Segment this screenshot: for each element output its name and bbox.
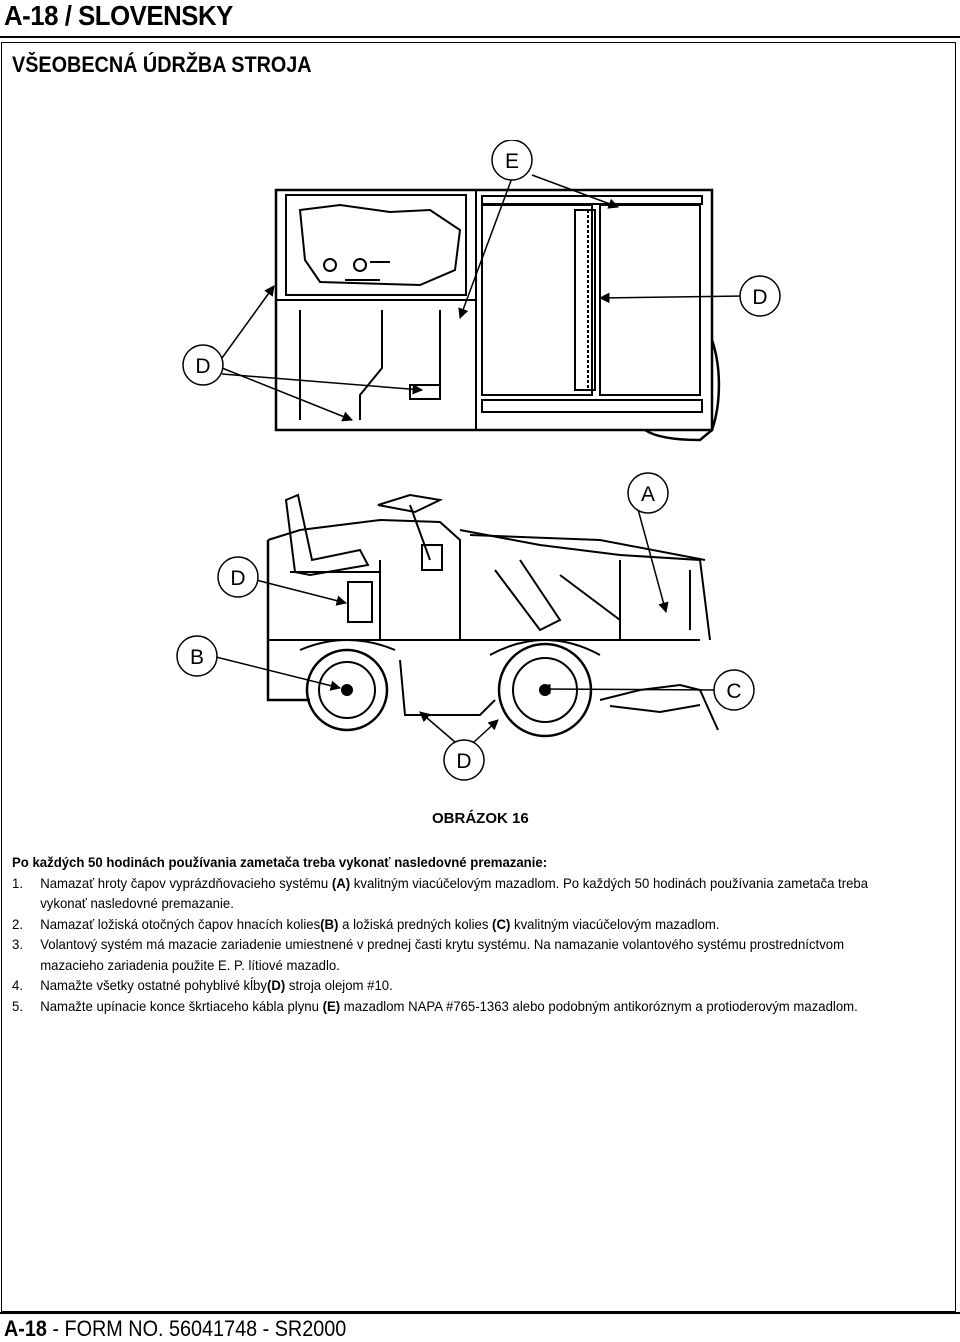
label-d-top-left: D xyxy=(195,355,210,378)
step-2: 2. Namazať ložiská otočných čapov hnacích… xyxy=(12,914,891,935)
section-title: VŠEOBECNÁ ÚDRŽBA STROJA xyxy=(12,52,312,77)
label-circle-b xyxy=(176,635,218,677)
content-frame xyxy=(1,42,956,1312)
header-rule xyxy=(0,36,960,38)
step-number: 5. xyxy=(12,997,23,1014)
label-circle-d-side xyxy=(217,556,259,598)
page-footer: A-18 - FORM NO. 56041748 - SR2000 xyxy=(4,1316,346,1342)
instructions-intro: Po každých 50 hodinách používania zameta… xyxy=(12,854,548,870)
label-circle-d-top-left xyxy=(182,344,224,386)
step-5: 5. Namažte upínacie konce škrtiaceho kábl… xyxy=(12,996,891,1017)
step-text: Volantový systém má mazacie zariadenie u… xyxy=(40,936,845,973)
step-text: stroja olejom #10. xyxy=(285,977,393,993)
step-text: kvalitným viacúčelovým mazadlom. Po každ… xyxy=(40,874,869,912)
step-text: Namažte upínacie konce škrtiaceho kábla … xyxy=(40,997,323,1014)
footer-rule xyxy=(0,1312,960,1314)
step-text: Namazať ložiská otočných čapov hnacích k… xyxy=(40,915,321,932)
step-ref-a: (A) xyxy=(331,874,351,891)
label-circle-e xyxy=(491,140,533,181)
footer-page-number: A-18 xyxy=(4,1316,47,1341)
step-number: 1. xyxy=(12,874,23,891)
step-ref-d: (D) xyxy=(266,977,286,993)
label-b: B xyxy=(190,646,204,669)
step-number: 3. xyxy=(12,936,23,952)
figure-caption: OBRÁZOK 16 xyxy=(432,810,529,827)
step-number: 2. xyxy=(12,915,23,932)
step-4: 4. Namažte všetky ostatné pohyblivé kĺby(… xyxy=(12,975,891,996)
step-ref-c: (C) xyxy=(492,915,511,932)
label-a: A xyxy=(641,483,655,506)
step-1: 1. Namazať hroty čapov vyprázdňovacieho s… xyxy=(12,873,891,914)
label-d-bottom: D xyxy=(456,750,471,773)
label-circle-d-top-right xyxy=(739,275,781,317)
step-number: 4. xyxy=(12,977,23,993)
leader-lines xyxy=(215,174,746,743)
label-circle-a xyxy=(627,472,669,514)
step-ref-e: (E) xyxy=(322,997,341,1014)
label-circle-c xyxy=(713,669,755,711)
label-e: E xyxy=(505,150,519,173)
step-text: kvalitným viacúčelovým mazadlom. xyxy=(510,915,720,932)
side-view-diagram xyxy=(266,493,719,738)
page-header-title: A-18 / SLOVENSKY xyxy=(4,0,233,31)
step-ref-b: (B) xyxy=(320,915,339,932)
step-text: Namazať hroty čapov vyprázdňovacieho sys… xyxy=(40,874,332,891)
step-text: a ložiská predných kolies xyxy=(338,915,493,932)
label-d-side: D xyxy=(230,567,245,590)
step-text: Namažte všetky ostatné pohyblivé kĺby xyxy=(40,977,267,993)
step-text: mazadlom NAPA #765-1363 alebo podobným a… xyxy=(340,997,858,1014)
step-3: 3. Volantový systém má mazacie zariadenie… xyxy=(12,934,891,975)
top-view-diagram xyxy=(274,188,721,442)
label-c: C xyxy=(726,680,741,703)
lubrication-figure: E D D A D B C D xyxy=(176,140,781,781)
instructions: Po každých 50 hodinách používania zameta… xyxy=(12,852,891,1016)
label-d-top-right: D xyxy=(752,286,767,309)
footer-form-number: - FORM NO. 56041748 - SR2000 xyxy=(46,1316,347,1341)
label-circle-d-bottom xyxy=(443,739,485,781)
